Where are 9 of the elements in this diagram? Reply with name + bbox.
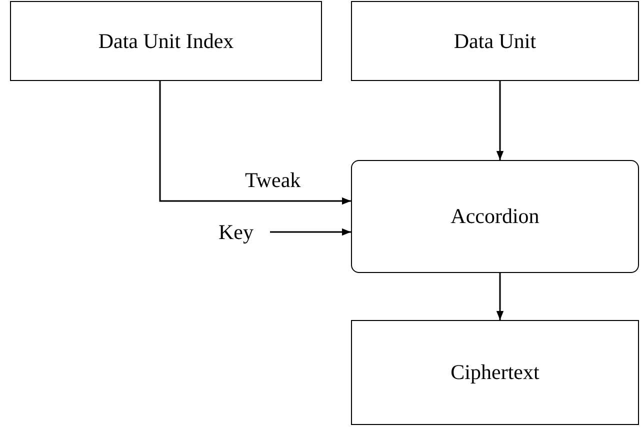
arrow [496, 273, 504, 320]
process-box: Data Unit [351, 1, 639, 81]
process-box: Accordion [351, 160, 639, 273]
process-box: Data Unit Index [10, 1, 322, 81]
arrow [496, 81, 504, 160]
input-label: Key [208, 214, 264, 250]
arrow [159, 81, 351, 205]
arrow [270, 228, 351, 236]
output-box: Ciphertext [351, 320, 639, 425]
